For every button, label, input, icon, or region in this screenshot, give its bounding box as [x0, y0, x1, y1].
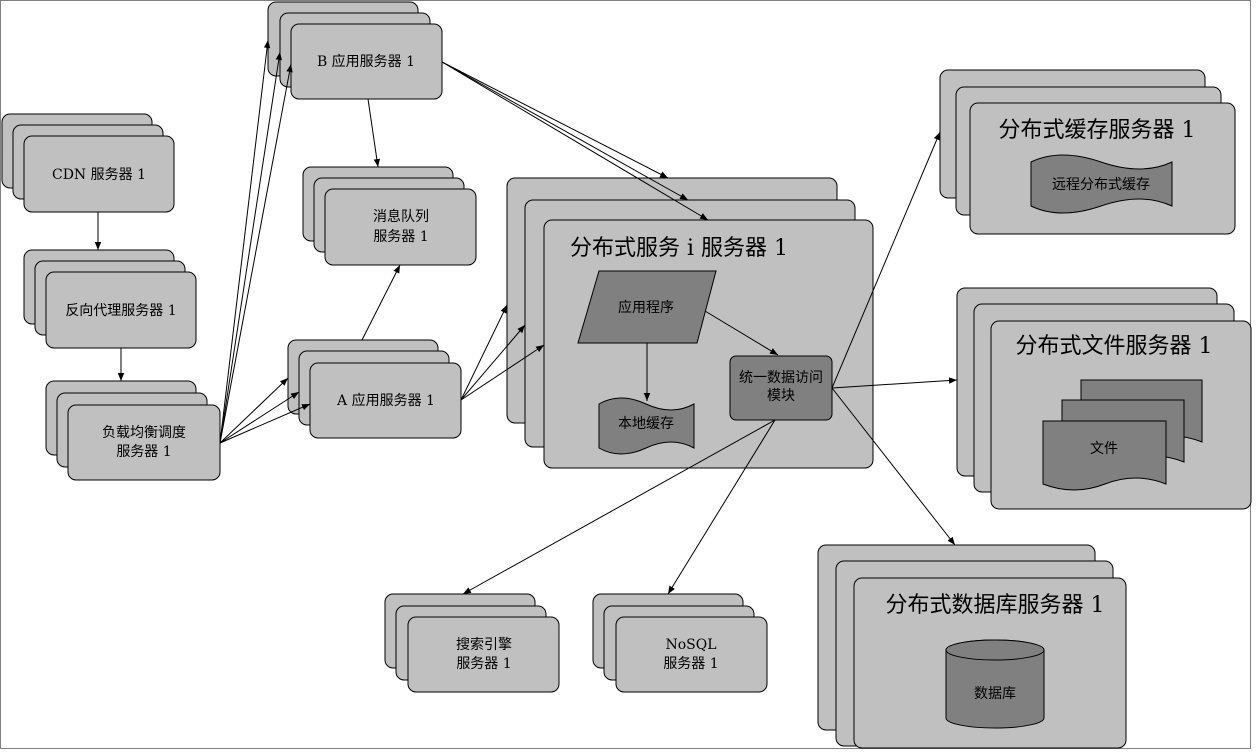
edge-lb-to-app-b-2: [219, 51, 282, 444]
app-server-a-label: A 应用服务器 1: [336, 392, 435, 409]
database-label: 数据库: [974, 686, 1016, 702]
data-access-module-label-1: 统一数据访问: [739, 370, 823, 386]
connections: [94, 39, 958, 595]
edge-application-to-data-access: [704, 310, 779, 356]
edge-data-access-to-file: [831, 377, 958, 389]
edge-data-access-to-db: [831, 387, 956, 546]
app-server-b-label: B 应用服务器 1: [317, 53, 415, 70]
message-queue-stack: 消息队列 服务器 1: [302, 166, 477, 266]
file-server-stack: 分布式文件服务器 1 文件: [956, 287, 1252, 510]
message-queue-label-1: 消息队列: [373, 208, 429, 225]
file-server-title: 分布式文件服务器 1: [1016, 334, 1213, 359]
message-queue-label-2: 服务器 1: [373, 229, 428, 245]
local-cache-shape: [598, 397, 695, 455]
application-label: 应用程序: [618, 299, 674, 316]
edge-app-a-to-mq: [361, 264, 401, 341]
edge-app-a-to-service-1: [460, 304, 508, 401]
edge-data-access-to-nosql: [667, 419, 776, 595]
edge-lb-to-app-b-3: [219, 63, 293, 444]
file-doc-front: [1042, 420, 1167, 491]
edge-lb-to-app-a-2: [219, 391, 300, 444]
data-access-module-label-2: 模块: [767, 388, 795, 404]
reverse-proxy-stack: 反向代理服务器 1: [23, 249, 197, 349]
search-engine-label-1: 搜索引擎: [456, 636, 512, 653]
local-cache-label: 本地缓存: [618, 416, 674, 432]
application-shape: [577, 270, 717, 344]
edge-lb-to-app-b-1: [219, 39, 271, 444]
cdn-server-stack: CDN 服务器 1: [1, 113, 175, 213]
load-balancer-stack: 负载均衡调度 服务器 1: [45, 380, 221, 481]
db-server-stack: 分布式数据库服务器 1 数据库: [817, 544, 1127, 749]
distributed-service-stack: 分布式服务 i 服务器 1 应用程序 本地缓存 统一数据访问 模块: [506, 177, 874, 469]
search-engine-label-2: 服务器 1: [456, 656, 511, 672]
edge-lb-to-app-a-3: [219, 403, 311, 444]
edge-app-a-to-service-3: [460, 344, 545, 401]
edge-app-b-to-service-1: [441, 61, 669, 179]
edge-app-b-to-service-2: [441, 61, 689, 201]
edge-data-access-to-cache: [831, 131, 941, 389]
cdn-server-label: CDN 服务器 1: [52, 167, 146, 183]
app-server-a-stack: A 应用服务器 1: [287, 339, 462, 439]
db-server-title: 分布式数据库服务器 1: [886, 593, 1105, 618]
edge-app-b-to-mq: [367, 98, 381, 168]
cache-server-title: 分布式缓存服务器 1: [999, 118, 1196, 143]
database-cylinder-top: [945, 639, 1045, 661]
search-engine-stack: 搜索引擎 服务器 1: [384, 593, 560, 693]
remote-cache-shape: [1030, 154, 1173, 214]
reverse-proxy-label: 反向代理服务器 1: [65, 303, 176, 319]
file-label: 文件: [1090, 441, 1118, 457]
nosql-stack: NoSQL 服务器 1: [592, 593, 768, 693]
distributed-service-title: 分布式服务 i 服务器 1: [570, 236, 788, 261]
edge-data-access-to-search: [462, 419, 776, 595]
edge-app-b-to-service-3: [441, 61, 709, 221]
remote-cache-label: 远程分布式缓存: [1052, 177, 1150, 193]
cache-server-stack: 分布式缓存服务器 1 远程分布式缓存: [939, 69, 1236, 235]
nosql-label-1: NoSQL: [665, 637, 716, 653]
load-balancer-label-2: 服务器 1: [116, 444, 171, 460]
app-server-b-stack: B 应用服务器 1: [267, 1, 443, 100]
edge-app-a-to-service-2: [460, 324, 526, 401]
load-balancer-label-1: 负载均衡调度: [102, 425, 186, 441]
nosql-label-2: 服务器 1: [663, 656, 718, 672]
edge-lb-to-app-a-1: [219, 377, 289, 444]
